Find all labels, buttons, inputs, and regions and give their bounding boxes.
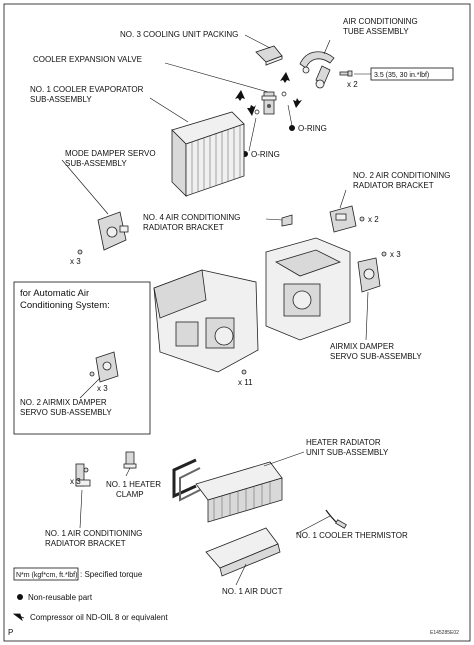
label-no1-bracket-line2: RADIATOR BRACKET [45, 539, 126, 548]
airmix-damper-servo [357, 257, 381, 293]
label-no4-bracket-line2: RADIATOR BRACKET [143, 223, 224, 232]
legend-torque-box [13, 567, 79, 581]
label-no3-cooling-unit-packing: NO. 3 COOLING UNIT PACKING [120, 30, 238, 39]
label-airmix-line2: SERVO SUB-ASSEMBLY [330, 352, 422, 361]
screw-icon [83, 467, 89, 473]
automatic-ac-inset-box [13, 281, 151, 435]
no1-air-duct [205, 527, 281, 577]
o-ring-small [281, 91, 287, 97]
legend-compressor-oil: Compressor oil ND-OIL 8 or equivalent [30, 613, 168, 622]
label-mode-servo-line1: MODE DAMPER SERVO [65, 149, 156, 158]
label-ac-tube-line2: TUBE ASSEMBLY [343, 27, 409, 36]
label-cooler-expansion-valve: COOLER EXPANSION VALVE [33, 55, 142, 64]
label-heater-radiator-line2: UNIT SUB-ASSEMBLY [306, 448, 389, 457]
mode-damper-servo [97, 211, 129, 251]
label-auto-ac-line1: for Automatic Air [20, 288, 89, 299]
screw-icon [359, 216, 365, 222]
label-heater-clamp-line1: NO. 1 HEATER [106, 480, 161, 489]
label-thermistor: NO. 1 COOLER THERMISTOR [296, 531, 408, 540]
qty-case-screws: x 11 [238, 378, 253, 387]
sheet-border [3, 3, 471, 642]
label-heater-clamp-line2: CLAMP [116, 490, 144, 499]
qty-auto-servo-screws: x 3 [97, 384, 108, 393]
air-conditioner-case [153, 237, 351, 373]
legend-torque-unit: N*m (kgf*cm, ft.*lbf) [16, 572, 77, 579]
label-no2-airmix-line1: NO. 2 AIRMIX DAMPER [20, 398, 107, 407]
label-airmix-line1: AIRMIX DAMPER [330, 342, 394, 351]
heater-radiator-unit [172, 458, 283, 523]
legend-non-reusable: Non-reusable part [28, 593, 93, 602]
label-no2-bracket-line1: NO. 2 AIR CONDITIONING [353, 171, 450, 180]
label-o-ring-1: O-RING [298, 124, 327, 133]
torque-spec-box [370, 67, 454, 81]
non-reusable-dot-icon [289, 125, 295, 131]
no1-heater-clamp [123, 451, 137, 469]
qty-airmix-screws: x 3 [390, 250, 401, 259]
screw-icon [381, 251, 387, 257]
tube-bolt [339, 70, 353, 77]
figure-id: E145285E02 [430, 630, 459, 636]
label-no1-bracket-line1: NO. 1 AIR CONDITIONING [45, 529, 142, 538]
qty-tube-screws: x 2 [347, 80, 358, 89]
oil-arrow-icon [235, 72, 302, 116]
cooler-evaporator [171, 111, 245, 197]
cooling-unit-packing [255, 45, 283, 66]
ac-tube-assembly [299, 51, 335, 89]
label-evaporator-line2: SUB-ASSEMBLY [30, 95, 92, 104]
page-mark: P [8, 628, 13, 637]
no1-cooler-thermistor [325, 509, 347, 529]
label-no2-bracket-line2: RADIATOR BRACKET [353, 181, 434, 190]
no2-airmix-damper-servo [95, 351, 119, 383]
screw-icon [77, 249, 83, 255]
no2-radiator-bracket [329, 205, 357, 233]
label-no4-bracket-line1: NO. 4 AIR CONDITIONING [143, 213, 240, 222]
label-auto-ac-line2: Conditioning System: [20, 300, 110, 311]
qty-no1-bracket-screws: x 3 [70, 477, 81, 486]
label-mode-servo-line2: SUB-ASSEMBLY [65, 159, 127, 168]
legend-torque-text: : Specified torque [80, 570, 143, 579]
torque-spec-value: 3.5 (35, 30 in.*lbf) [374, 72, 429, 79]
label-ac-tube-line1: AIR CONDITIONING [343, 17, 418, 26]
no4-radiator-bracket [281, 214, 293, 227]
qty-no2-bracket-screws: x 2 [368, 215, 379, 224]
non-reusable-dot-icon [17, 594, 23, 600]
label-evaporator-line1: NO. 1 COOLER EVAPORATOR [30, 85, 144, 94]
label-air-duct: NO. 1 AIR DUCT [222, 587, 283, 596]
no1-radiator-bracket [75, 463, 91, 487]
label-o-ring-2: O-RING [251, 150, 280, 159]
o-ring-small [254, 109, 260, 115]
label-heater-radiator-line1: HEATER RADIATOR [306, 438, 381, 447]
cooler-expansion-valve [261, 91, 277, 115]
oil-arrow-icon [12, 613, 25, 622]
screw-icon [241, 369, 247, 375]
screw-icon [89, 371, 95, 377]
qty-mode-servo-screws: x 3 [70, 257, 81, 266]
label-no2-airmix-line2: SERVO SUB-ASSEMBLY [20, 408, 112, 417]
